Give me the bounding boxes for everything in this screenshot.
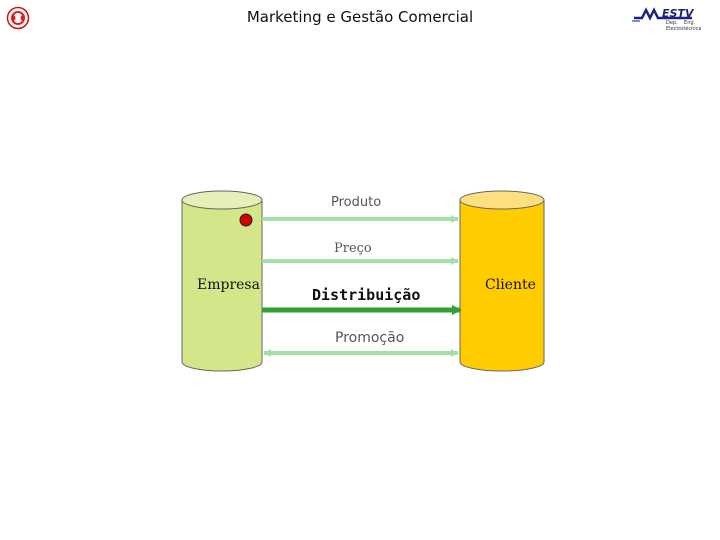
- node-label-empresa: Empresa: [197, 277, 260, 293]
- svg-text:ESTV: ESTV: [662, 7, 695, 20]
- page-title: Marketing e Gestão Comercial: [246, 8, 474, 26]
- position-marker: [239, 213, 253, 227]
- flow-label-produto: Produto: [331, 195, 382, 210]
- flow-label-preco: Preço: [334, 241, 372, 256]
- institution-logo-icon: [6, 6, 30, 30]
- flow-label-distribuicao: Distribuição: [312, 286, 421, 304]
- flow-label-promocao: Promoção: [335, 330, 405, 346]
- cliente-cylinder: [459, 190, 545, 372]
- node-label-cliente: Cliente: [485, 277, 536, 293]
- department-logo-text: Dep. Eng. Electrotécnica: [666, 20, 702, 32]
- department-logo-icon: ESTV: [632, 7, 695, 22]
- empresa-cylinder: [181, 190, 263, 372]
